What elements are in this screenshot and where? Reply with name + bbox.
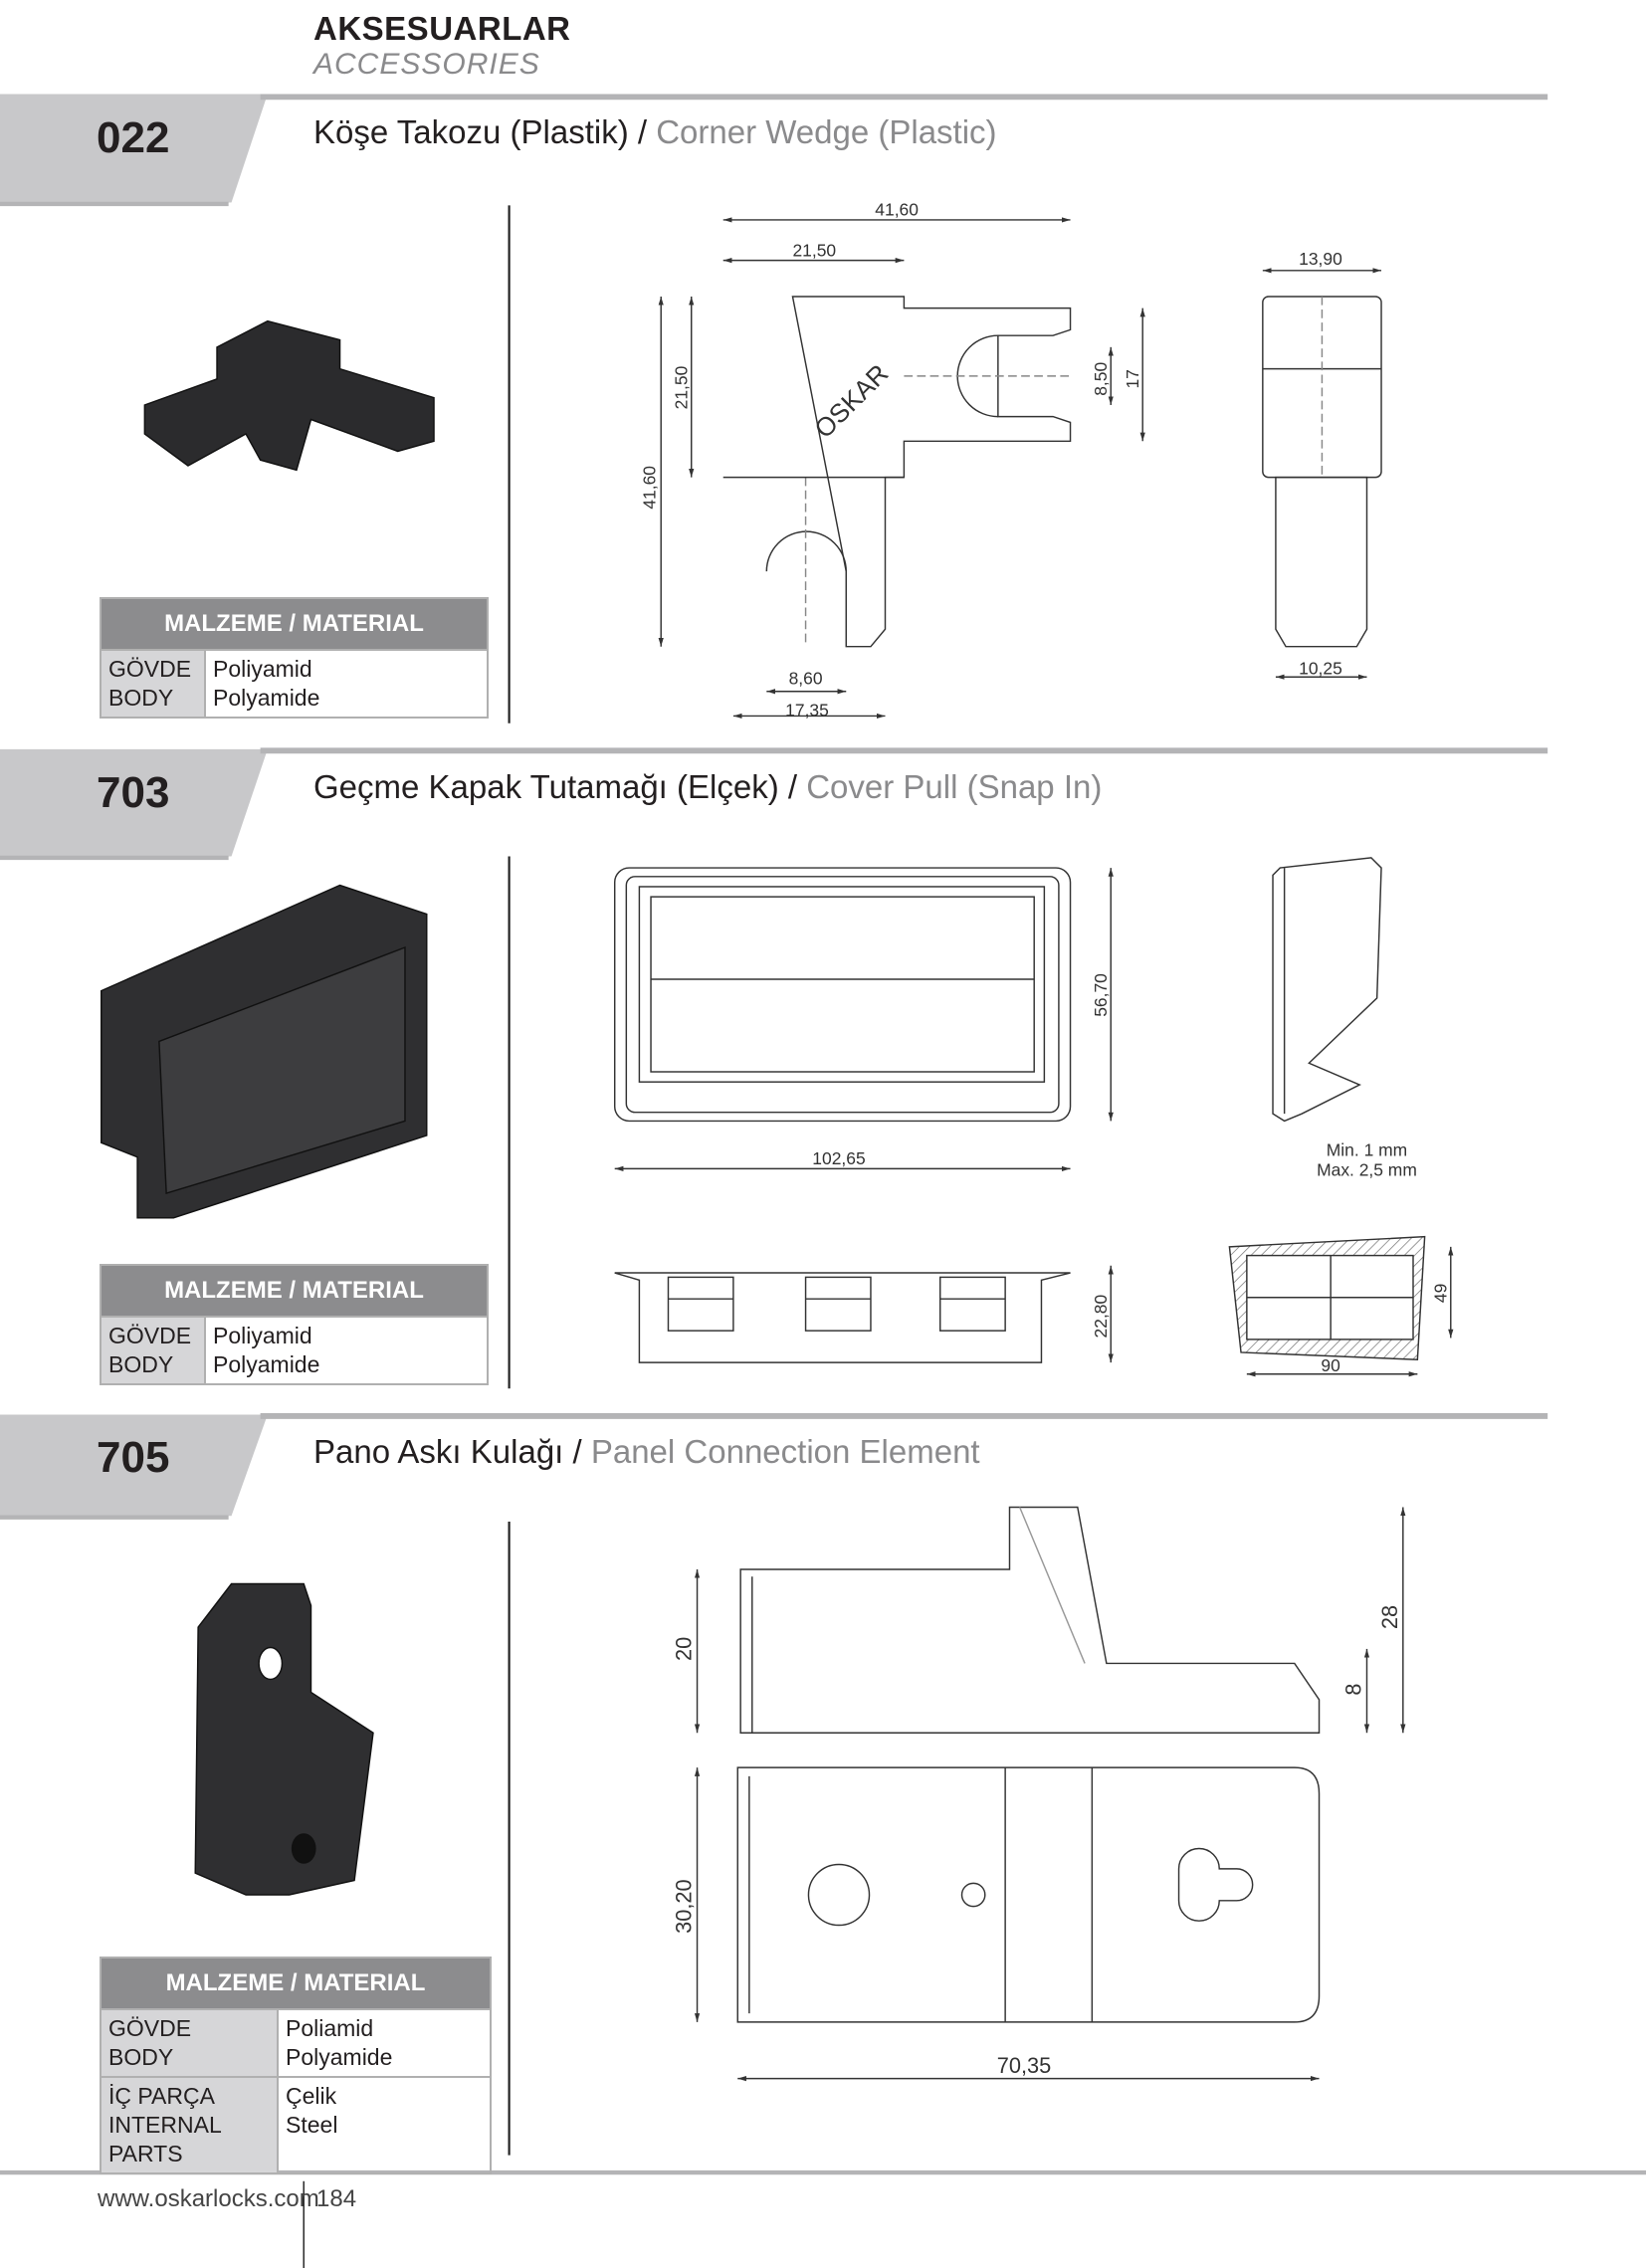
dim-label: 17 [1123,369,1142,388]
title-en: Corner Wedge (Plastic) [656,113,997,150]
dim-label: 41,60 [875,200,919,220]
corner-wedge-side-view [1262,296,1382,648]
product-number: 703 [97,768,170,817]
product-number: 022 [97,113,170,162]
dim-label: Max. 2,5 mm [1317,1160,1417,1180]
dim-label: 41,60 [639,466,659,510]
cover-pull-front-view [613,867,1072,1123]
title-tr: Köşe Takozu (Plastik) / [313,113,648,150]
title-en: Cover Pull (Snap In) [806,768,1103,805]
product-title: Pano Askı Kulağı / Panel Connection Elem… [313,1433,980,1471]
dim-label: 8,50 [1091,362,1111,396]
cover-pull-bottom-view [614,1272,1071,1363]
page-number: 184 [316,2185,357,2212]
page-title: AKSESUARLAR [313,10,571,47]
product-title: Köşe Takozu (Plastik) / Corner Wedge (Pl… [313,113,997,151]
dim-label: 70,35 [997,2053,1052,2078]
dim-label: 13,90 [1299,249,1342,269]
website-link[interactable]: www.oskarlocks.com [98,2185,319,2212]
cover-pull-cutout-section [1228,1235,1426,1360]
dim-label: 102,65 [812,1148,865,1168]
dim-label: 49 [1430,1284,1450,1303]
product-title: Geçme Kapak Tutamağı (Elçek) / Cover Pul… [313,768,1102,806]
dim-label: 30,20 [672,1879,697,1934]
page-subtitle: ACCESSORIES [313,48,540,81]
panel-connection-side-view [739,1506,1321,1734]
dim-label: 28 [1377,1605,1402,1629]
dimension-labels: 41,60 21,50 21,50 41,60 8,50 17 8,60 17,… [639,200,1450,2078]
product-number: 705 [97,1433,170,1482]
material-header: MALZEME / MATERIAL [100,1264,489,1318]
section-band [0,94,1646,2268]
cover-pull-side-view [1272,857,1382,1123]
dimension-lines [614,217,1454,2082]
material-header: MALZEME / MATERIAL [100,597,489,651]
dim-label: 21,50 [671,365,691,409]
corner-wedge-photo [143,319,435,472]
dim-label: 90 [1321,1355,1340,1375]
dim-label: 21,50 [792,240,836,260]
dim-label: 56,70 [1091,973,1111,1017]
dim-label: Min. 1 mm [1327,1139,1407,1159]
dim-label: 8 [1341,1684,1366,1696]
dim-label: 17,35 [785,700,829,720]
panel-connection-photo [194,1582,374,1896]
title-en: Panel Connection Element [590,1433,980,1470]
corner-wedge-front-view: OSKAR [722,296,1072,648]
dim-label: 20 [672,1637,697,1661]
oskar-logo: OSKAR [808,358,894,444]
title-tr: Pano Askı Kulağı / [313,1433,582,1470]
panel-connection-top-view [736,1766,1321,2023]
title-tr: Geçme Kapak Tutamağı (Elçek) / [313,768,798,805]
cover-pull-photo [101,884,428,1219]
material-header: MALZEME / MATERIAL [100,1957,492,2010]
dim-label: 10,25 [1299,658,1342,678]
dim-label: 22,80 [1091,1295,1111,1339]
dim-label: 8,60 [789,668,823,688]
